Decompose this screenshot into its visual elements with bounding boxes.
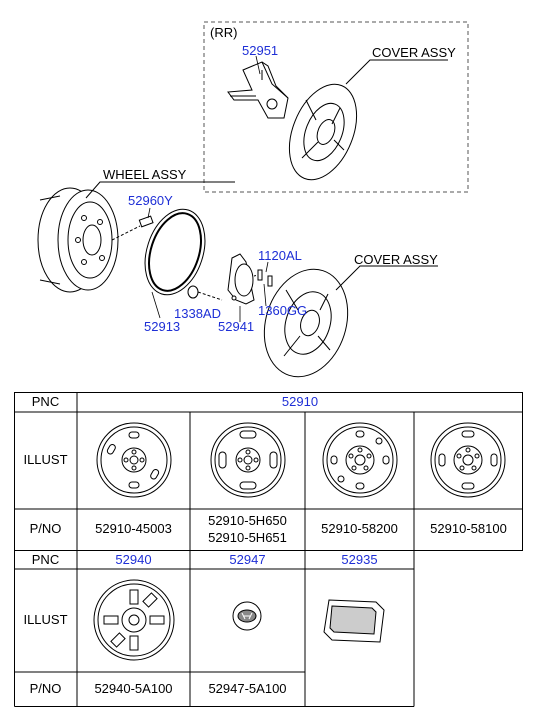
part-1338AD-label[interactable]: 1338AD	[174, 306, 221, 321]
diagram-drawing	[37, 21, 469, 378]
cover-assy-bottom-label: COVER ASSY	[354, 252, 438, 267]
part-1120AL-label[interactable]: 1120AL	[258, 248, 302, 263]
part-number-2[interactable]: 52910-5H650 52910-5H651	[208, 513, 287, 545]
rr-label: (RR)	[210, 25, 238, 40]
pnc-52947[interactable]: 52947	[229, 551, 266, 567]
wheel-illust-4	[430, 422, 506, 498]
pnc-52940[interactable]: 52940	[115, 551, 152, 567]
cover-assy-top-label: COVER ASSY	[372, 45, 456, 60]
part-52960Y-label[interactable]: 52960Y	[128, 193, 173, 208]
part-number-1[interactable]: 52910-45003	[95, 521, 172, 537]
part-number-6[interactable]: 52947-5A100	[208, 680, 287, 696]
part-number-3[interactable]: 52910-58200	[321, 521, 398, 537]
cover-assy-bottom-drawing	[263, 268, 349, 378]
label-sticker-illust	[323, 599, 385, 643]
part-1360GG-label[interactable]: 1360GG	[258, 303, 308, 318]
row-label-pno: P/NO	[29, 521, 62, 537]
screws-drawing	[253, 269, 273, 287]
row-label-pnc-2: PNC	[31, 551, 60, 567]
part-number-4[interactable]: 52910-58100	[430, 521, 507, 537]
part-52913-label[interactable]: 52913	[144, 319, 181, 334]
table-grid	[14, 392, 523, 707]
wheel-illust-3	[322, 422, 398, 498]
wheel-assy-label: WHEEL ASSY	[103, 167, 187, 182]
cover-assy-top-drawing	[288, 83, 358, 181]
nut-drawing	[187, 285, 223, 301]
row-label-illust: ILLUST	[23, 452, 68, 468]
bolt-drawing	[111, 215, 154, 241]
hub-cap-emblem-illust	[232, 601, 262, 631]
part-52951-label[interactable]: 52951	[242, 43, 279, 58]
row-label-pno-2: P/NO	[29, 680, 62, 696]
wheel-assy-drawing	[37, 187, 119, 293]
exploded-diagram: (RR) 52951 COVER ASSY WHEEL ASSY 52960Y …	[37, 21, 469, 378]
parts-table: PNC ILLUST P/NO PNC ILLUST P/NO 52910 52…	[14, 392, 523, 707]
row-label-pnc: PNC	[31, 393, 60, 409]
ring-drawing	[144, 208, 206, 296]
bracket-drawing	[227, 253, 255, 305]
part-number-5[interactable]: 52940-5A100	[94, 680, 173, 696]
part-52941-label[interactable]: 52941	[218, 319, 255, 334]
row-label-illust-2: ILLUST	[23, 612, 68, 628]
pnc-52910[interactable]: 52910	[281, 393, 319, 409]
hub-cap-holder-drawing	[227, 61, 289, 119]
pnc-52935[interactable]: 52935	[341, 551, 378, 567]
wheel-cover-illust	[93, 579, 175, 661]
wheel-illust-2	[210, 422, 286, 498]
wheel-illust-1	[96, 422, 172, 498]
